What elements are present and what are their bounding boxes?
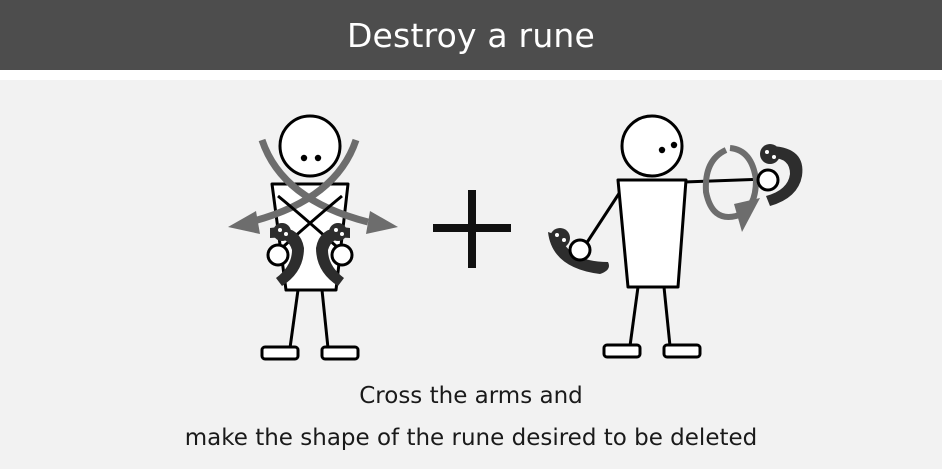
plus-icon [433,190,511,268]
caption-line-1: Cross the arms and [359,383,583,409]
vr-controller-icon [756,144,803,206]
header-bar: Destroy a rune [0,0,942,70]
curved-arrow-icon [228,138,398,234]
vr-controller-icon [266,223,304,286]
caption-line-2: make the shape of the rune desired to be… [184,425,758,451]
vr-controller-icon [548,228,609,274]
vr-controller-icon [316,223,354,286]
curved-arrow-icon [702,145,760,232]
page-title: Destroy a rune [346,15,596,55]
stick-figure-drawing-rune-icon [548,114,803,359]
illustration-panel [0,80,942,469]
stick-figure-crossed-arms-icon [228,114,398,361]
